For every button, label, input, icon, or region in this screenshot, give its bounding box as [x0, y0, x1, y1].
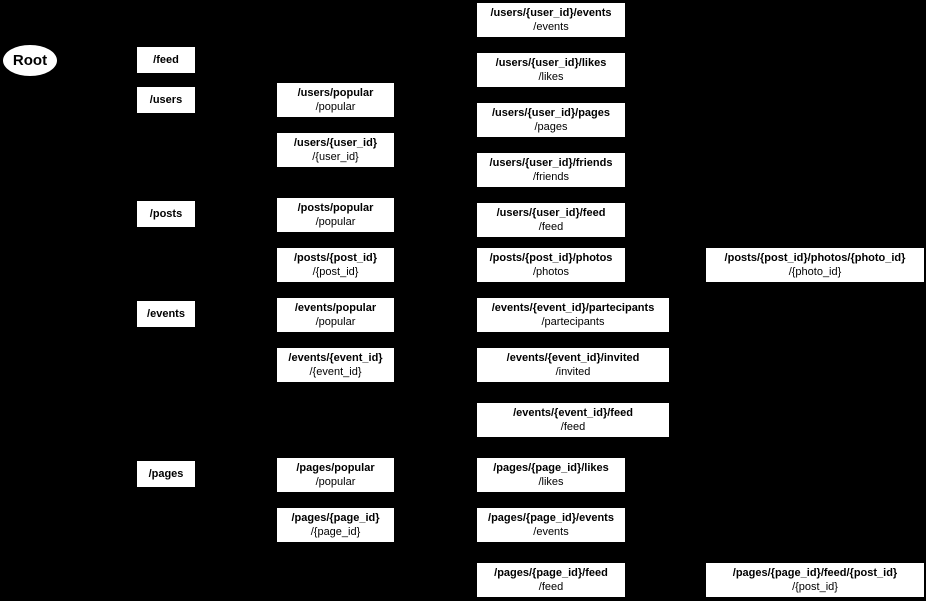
endpoint-alias: /{post_id} [792, 581, 838, 593]
node-events-event-id-feed: /events/{event_id}/feed /feed [476, 402, 670, 438]
endpoint-alias: /popular [315, 316, 356, 328]
endpoint-alias: /{user_id} [312, 151, 359, 163]
endpoint-path: /users [149, 94, 183, 106]
endpoint-alias: /popular [315, 216, 356, 228]
endpoint-path: /pages/popular [296, 462, 375, 474]
node-users-user-id-friends: /users/{user_id}/friends /friends [476, 152, 626, 188]
node-users: /users [136, 86, 196, 114]
node-pages-page-id-events: /pages/{page_id}/events /events [476, 507, 626, 543]
endpoint-alias: /photos [532, 266, 570, 278]
endpoint-alias: /feed [560, 421, 586, 433]
endpoint-alias: /pages [534, 121, 568, 133]
endpoint-alias: /feed [538, 581, 564, 593]
endpoint-alias: /friends [532, 171, 570, 183]
endpoint-path: /posts/{post_id}/photos [489, 252, 613, 264]
endpoint-path: /pages/{page_id}/events [488, 512, 614, 524]
endpoint-path: /events/popular [294, 302, 377, 314]
endpoint-path: /pages/{page_id}/likes [493, 462, 609, 474]
endpoint-path: /events/{event_id} [288, 352, 383, 364]
node-pages-page-id: /pages/{page_id} /{page_id} [276, 507, 395, 543]
endpoint-path: /events/{event_id}/invited [506, 352, 640, 364]
endpoint-path: /feed [153, 54, 179, 66]
endpoint-alias: /invited [555, 366, 591, 378]
endpoint-alias: /events [533, 526, 569, 538]
endpoint-alias: /{event_id} [309, 366, 362, 378]
endpoint-alias: /events [533, 21, 569, 33]
node-pages-popular: /pages/popular /popular [276, 457, 395, 493]
endpoint-path: /pages/{page_id}/feed [494, 567, 608, 579]
node-feed: /feed [136, 46, 196, 74]
endpoint-path: /users/{user_id}/pages [491, 107, 610, 119]
endpoint-path: /users/popular [297, 87, 374, 99]
endpoint-path: /users/{user_id} [293, 137, 378, 149]
endpoint-alias: /{post_id} [312, 266, 359, 278]
node-pages: /pages [136, 460, 196, 488]
endpoint-alias: /{page_id} [310, 526, 361, 538]
node-posts-post-id: /posts/{post_id} /{post_id} [276, 247, 395, 283]
endpoint-path: /users/{user_id}/feed [496, 207, 606, 219]
node-users-user-id: /users/{user_id} /{user_id} [276, 132, 395, 168]
root-label: Root [12, 52, 48, 69]
endpoint-path: /pages/{page_id}/feed/{post_id} [732, 567, 898, 579]
endpoint-alias: /likes [538, 71, 564, 83]
endpoint-path: /posts/{post_id} [293, 252, 378, 264]
endpoint-alias: /partecipants [541, 316, 605, 328]
node-pages-page-id-feed: /pages/{page_id}/feed /feed [476, 562, 626, 598]
endpoint-alias: /feed [538, 221, 564, 233]
endpoint-path: /pages [148, 468, 184, 480]
endpoint-path: /users/{user_id}/likes [495, 57, 607, 69]
node-events: /events [136, 300, 196, 328]
node-events-event-id: /events/{event_id} /{event_id} [276, 347, 395, 383]
root-node: Root [1, 43, 59, 78]
node-events-event-id-partecipants: /events/{event_id}/partecipants /parteci… [476, 297, 670, 333]
endpoint-path: /events [147, 308, 185, 320]
node-users-user-id-likes: /users/{user_id}/likes /likes [476, 52, 626, 88]
node-pages-page-id-feed-post-id: /pages/{page_id}/feed/{post_id} /{post_i… [705, 562, 925, 598]
node-users-user-id-events: /users/{user_id}/events /events [476, 2, 626, 38]
node-posts-popular: /posts/popular /popular [276, 197, 395, 233]
node-posts: /posts [136, 200, 196, 228]
endpoint-path: /events/{event_id}/feed [513, 407, 633, 419]
node-pages-page-id-likes: /pages/{page_id}/likes /likes [476, 457, 626, 493]
endpoint-path: /pages/{page_id} [291, 512, 380, 524]
node-posts-post-id-photos: /posts/{post_id}/photos /photos [476, 247, 626, 283]
endpoint-path: /posts [149, 208, 183, 220]
endpoint-alias: /{photo_id} [788, 266, 842, 278]
endpoint-path: /events/{event_id}/partecipants [491, 302, 655, 314]
endpoint-path: /users/{user_id}/events [490, 7, 612, 19]
endpoint-alias: /likes [538, 476, 564, 488]
endpoint-path: /posts/{post_id}/photos/{photo_id} [724, 252, 906, 264]
endpoint-alias: /popular [315, 476, 356, 488]
node-users-popular: /users/popular /popular [276, 82, 395, 118]
endpoint-alias: /popular [315, 101, 356, 113]
node-users-user-id-feed: /users/{user_id}/feed /feed [476, 202, 626, 238]
endpoint-path: /posts/popular [297, 202, 374, 214]
endpoint-path: /users/{user_id}/friends [489, 157, 613, 169]
node-posts-post-id-photos-photo-id: /posts/{post_id}/photos/{photo_id} /{pho… [705, 247, 925, 283]
node-events-event-id-invited: /events/{event_id}/invited /invited [476, 347, 670, 383]
node-events-popular: /events/popular /popular [276, 297, 395, 333]
node-users-user-id-pages: /users/{user_id}/pages /pages [476, 102, 626, 138]
